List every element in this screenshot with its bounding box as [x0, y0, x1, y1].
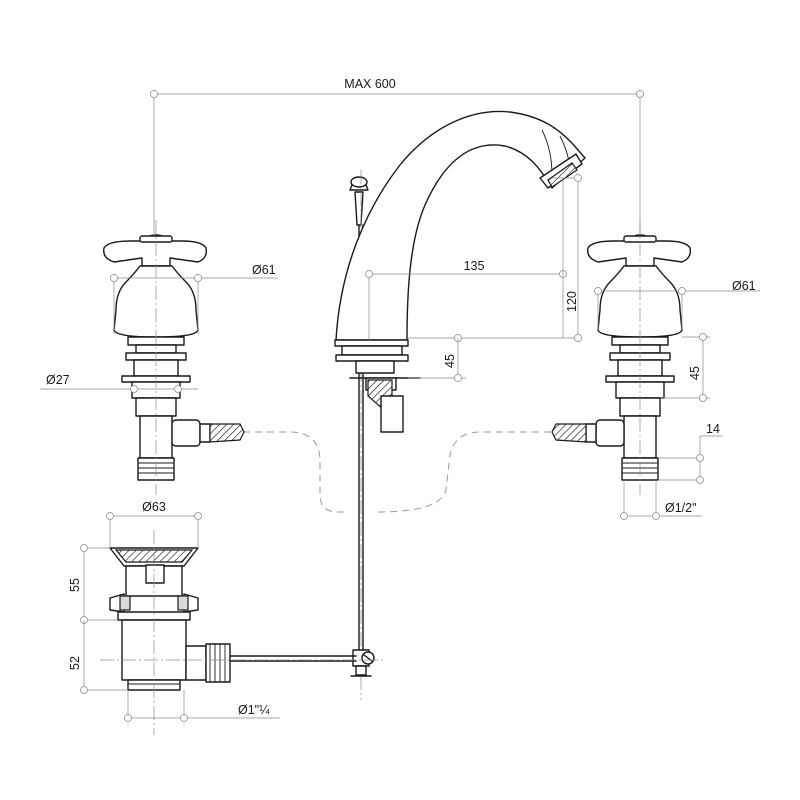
waste-lower-height-label: 52: [68, 656, 82, 670]
waste-thread-label: Ø1"¼: [238, 703, 270, 717]
dimension-labels: MAX 600 Ø61 Ø27 135 120 45 Ø61 45 14 Ø1/…: [46, 77, 756, 717]
waste-top-diameter-label: Ø63: [142, 500, 166, 514]
spout-assembly: [334, 110, 586, 433]
left-tap: [103, 220, 245, 495]
spout-height-label: 120: [565, 291, 579, 312]
right-handle-diameter-label: Ø61: [732, 279, 756, 293]
right-tap: [551, 220, 692, 495]
left-handle-diameter-label: Ø61: [252, 263, 276, 277]
spout-reach-label: 135: [464, 259, 485, 273]
spout-deck-label: 45: [443, 354, 457, 368]
right-tail-label: 14: [706, 422, 720, 436]
dimension-lines: [40, 90, 760, 722]
max-width-label: MAX 600: [344, 77, 395, 91]
waste-upper-height-label: 55: [68, 578, 82, 592]
left-nut-diameter-label: Ø27: [46, 373, 70, 387]
hidden-supply-hoses: [243, 431, 553, 513]
popup-waste: [100, 530, 385, 735]
right-thread-label: Ø1/2": [665, 501, 697, 515]
right-body-label: 45: [688, 366, 702, 380]
